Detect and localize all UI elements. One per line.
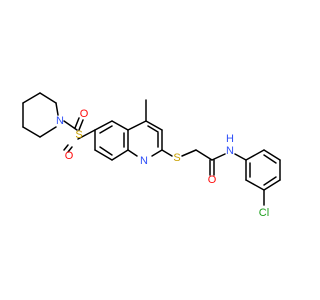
bond <box>181 149 197 157</box>
bond <box>147 125 159 133</box>
bond <box>39 126 57 138</box>
bond <box>263 176 277 186</box>
bond <box>245 179 265 191</box>
atom-labels: N S O O N S O N H Cl <box>56 108 269 219</box>
bond <box>161 149 173 157</box>
bond <box>22 92 41 104</box>
atom-label-s-sulfonyl: S <box>75 129 82 141</box>
atom-label-o-sulfonyl-bottom: O <box>65 150 74 162</box>
bond <box>145 120 163 131</box>
bond <box>234 153 247 161</box>
bond <box>74 117 80 129</box>
bond <box>39 92 57 104</box>
bond <box>111 120 129 131</box>
chemical-structure: N S O O N S O N H Cl <box>22 92 281 219</box>
atom-label-n-amide: N <box>226 145 234 157</box>
bond <box>55 102 59 116</box>
bond <box>111 149 129 161</box>
bond <box>127 120 147 131</box>
bond <box>94 149 113 161</box>
bond <box>22 126 41 138</box>
bond <box>63 144 69 151</box>
bond <box>263 149 281 161</box>
bond <box>195 149 213 161</box>
bond <box>67 146 73 153</box>
bond <box>99 146 113 156</box>
bond <box>263 179 281 191</box>
bond <box>78 119 84 131</box>
bond <box>245 149 265 161</box>
bond <box>211 153 226 161</box>
atom-label-s-thioether: S <box>173 152 180 164</box>
bond <box>94 120 113 131</box>
bond <box>263 154 277 164</box>
atom-label-o-carbonyl: O <box>208 174 217 186</box>
bond <box>151 149 163 157</box>
atom-label-n-quinoline: N <box>140 155 148 167</box>
bond <box>77 129 96 140</box>
atom-label-chlorine: Cl <box>259 207 269 219</box>
atom-label-n-piperidine: N <box>56 115 64 127</box>
bonds <box>22 92 281 206</box>
atom-label-h-amide: H <box>226 133 234 145</box>
bond <box>127 149 138 157</box>
bond <box>99 125 113 134</box>
atom-label-o-sulfonyl-top: O <box>80 108 89 120</box>
